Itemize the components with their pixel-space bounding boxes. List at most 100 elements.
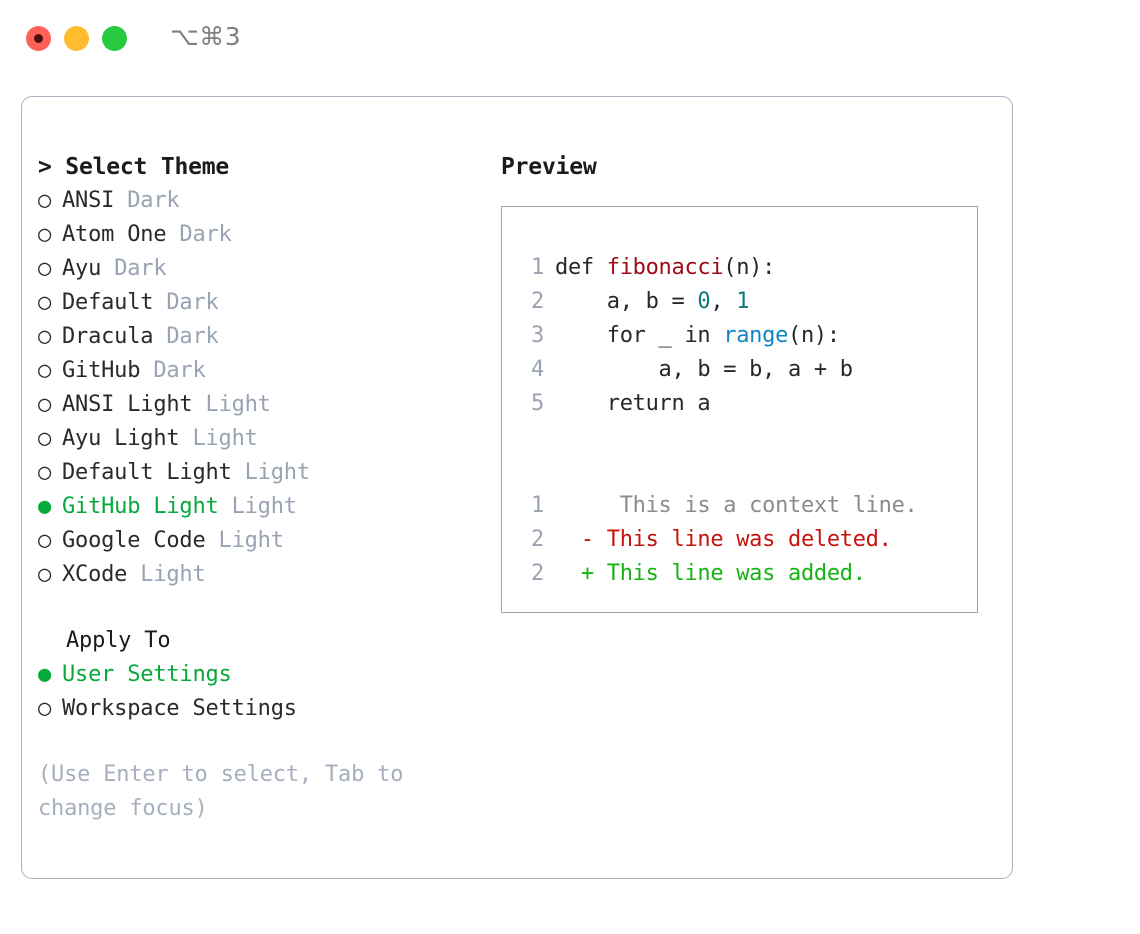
theme-variant-tag: Dark	[153, 358, 206, 383]
line-number: 1	[531, 493, 544, 518]
code-text: a, b = 0, 1	[544, 285, 750, 319]
theme-option-dracula[interactable]: ○ Dracula Dark	[38, 320, 478, 354]
code-text: for _ in range(n):	[544, 319, 840, 353]
line-number: 3	[531, 323, 544, 348]
line-number: 4	[531, 357, 544, 382]
theme-option-ayu-light[interactable]: ○ Ayu Light Light	[38, 422, 478, 456]
theme-variant-tag: Dark	[127, 188, 180, 213]
title-bar: ⌥⌘3	[0, 0, 1140, 78]
theme-option-atom-one[interactable]: ○Atom One Dark	[38, 218, 478, 252]
spacer	[502, 455, 977, 489]
content-panel: > Select Theme ○ANSI Dark○Atom One Dark○…	[21, 96, 1013, 879]
code-token: a, b = b, a + b	[555, 357, 854, 382]
close-button[interactable]	[26, 26, 51, 51]
radio-unselected-icon: ○	[38, 392, 52, 417]
keyboard-hint-text: (Use Enter to select, Tab to change focu…	[38, 762, 404, 821]
theme-option-github-light[interactable]: ● GitHub Light Light	[38, 490, 478, 524]
diff-line-context: 1 This is a context line.	[502, 489, 977, 523]
code-token: a, b =	[555, 289, 698, 314]
radio-selected-icon: ●	[38, 662, 52, 687]
theme-option-ayu[interactable]: ○ Ayu Dark	[38, 252, 478, 286]
line-number: 2	[531, 289, 544, 314]
line-number: 1	[531, 255, 544, 280]
theme-variant-tag: Dark	[166, 290, 219, 315]
apply-to-option-workspace-settings[interactable]: ○ Workspace Settings	[38, 692, 478, 726]
diff-line-added: 2 + This line was added.	[502, 557, 977, 591]
code-text: a, b = b, a + b	[544, 353, 854, 387]
radio-unselected-icon: ○	[38, 696, 52, 721]
theme-variant-tag: Dark	[114, 256, 167, 281]
theme-option-label: Dracula	[62, 324, 167, 349]
code-token: def	[555, 255, 607, 280]
theme-option-default-light[interactable]: ○ Default Light Light	[38, 456, 478, 490]
code-line: 2 a, b = 0, 1	[502, 285, 977, 319]
theme-option-label: Default Light	[62, 460, 245, 485]
theme-variant-tag: Light	[244, 460, 310, 485]
code-token: (n):	[788, 323, 840, 348]
theme-option-label: Google Code	[62, 528, 219, 553]
traffic-light-group	[26, 26, 127, 51]
theme-option-label: Default	[62, 290, 167, 315]
code-token: (n):	[723, 255, 776, 280]
diff-sample: 1 This is a context line.2 - This line w…	[502, 489, 977, 591]
code-line: 4 a, b = b, a + b	[502, 353, 977, 387]
apply-to-list: ●User Settings ○ Workspace Settings	[38, 658, 478, 726]
spacer	[38, 592, 478, 624]
preview-header: Preview	[501, 154, 597, 180]
theme-variant-tag: Dark	[179, 222, 232, 247]
code-token: 0	[697, 289, 711, 314]
radio-unselected-icon: ○	[38, 188, 52, 213]
minimize-button[interactable]	[64, 26, 89, 51]
radio-unselected-icon: ○	[38, 324, 52, 349]
theme-selector: > Select Theme ○ANSI Dark○Atom One Dark○…	[38, 150, 478, 826]
theme-option-github[interactable]: ○ GitHub Dark	[38, 354, 478, 388]
spacer	[502, 421, 977, 455]
code-token: 1	[736, 289, 750, 314]
line-number: 2	[531, 561, 544, 586]
radio-unselected-icon: ○	[38, 562, 52, 587]
theme-option-label: XCode	[62, 562, 141, 587]
radio-unselected-icon: ○	[38, 256, 52, 281]
theme-option-default[interactable]: ○ Default Dark	[38, 286, 478, 320]
code-line: 3 for _ in range(n):	[502, 319, 977, 353]
code-token: ,	[710, 289, 737, 314]
code-token: for _ in	[555, 323, 724, 348]
radio-unselected-icon: ○	[38, 358, 52, 383]
code-text: return a	[544, 387, 711, 421]
diff-text: + This line was added.	[555, 561, 866, 586]
theme-option-label: Ayu Light	[62, 426, 193, 451]
radio-unselected-icon: ○	[38, 290, 52, 315]
radio-unselected-icon: ○	[38, 528, 52, 553]
apply-to-option-user-settings[interactable]: ●User Settings	[38, 658, 478, 692]
theme-option-label: GitHub	[62, 358, 154, 383]
theme-variant-tag: Light	[231, 494, 297, 519]
theme-option-label: GitHub Light	[62, 494, 232, 519]
theme-option-ansi-light[interactable]: ○ANSI Light Light	[38, 388, 478, 422]
code-text: def fibonacci(n):	[544, 251, 775, 285]
diff-text: - This line was deleted.	[555, 527, 892, 552]
theme-option-xcode[interactable]: ○ XCode Light	[38, 558, 478, 592]
diff-line-deleted: 2 - This line was deleted.	[502, 523, 977, 557]
code-token: return a	[555, 391, 711, 416]
theme-variant-tag: Light	[192, 426, 258, 451]
line-number: 5	[531, 391, 544, 416]
theme-option-list: ○ANSI Dark○Atom One Dark○Ayu Dark○Defaul…	[38, 184, 478, 592]
radio-selected-icon: ●	[38, 494, 52, 519]
theme-variant-tag: Light	[140, 562, 206, 587]
theme-list-header: > Select Theme	[38, 154, 230, 180]
theme-variant-tag: Dark	[166, 324, 219, 349]
radio-unselected-icon: ○	[38, 222, 52, 247]
radio-unselected-icon: ○	[38, 460, 52, 485]
theme-option-google-code[interactable]: ○ Google Code Light	[38, 524, 478, 558]
diff-text: This is a context line.	[555, 493, 918, 518]
maximize-button[interactable]	[102, 26, 127, 51]
theme-variant-tag: Light	[218, 528, 284, 553]
theme-option-ansi[interactable]: ○ANSI Dark	[38, 184, 478, 218]
apply-to-header: Apply To	[66, 628, 171, 653]
radio-unselected-icon: ○	[38, 426, 52, 451]
line-number: 2	[531, 527, 544, 552]
theme-option-label: Ayu	[62, 256, 115, 281]
apply-to-option-label: Workspace Settings	[62, 696, 297, 721]
